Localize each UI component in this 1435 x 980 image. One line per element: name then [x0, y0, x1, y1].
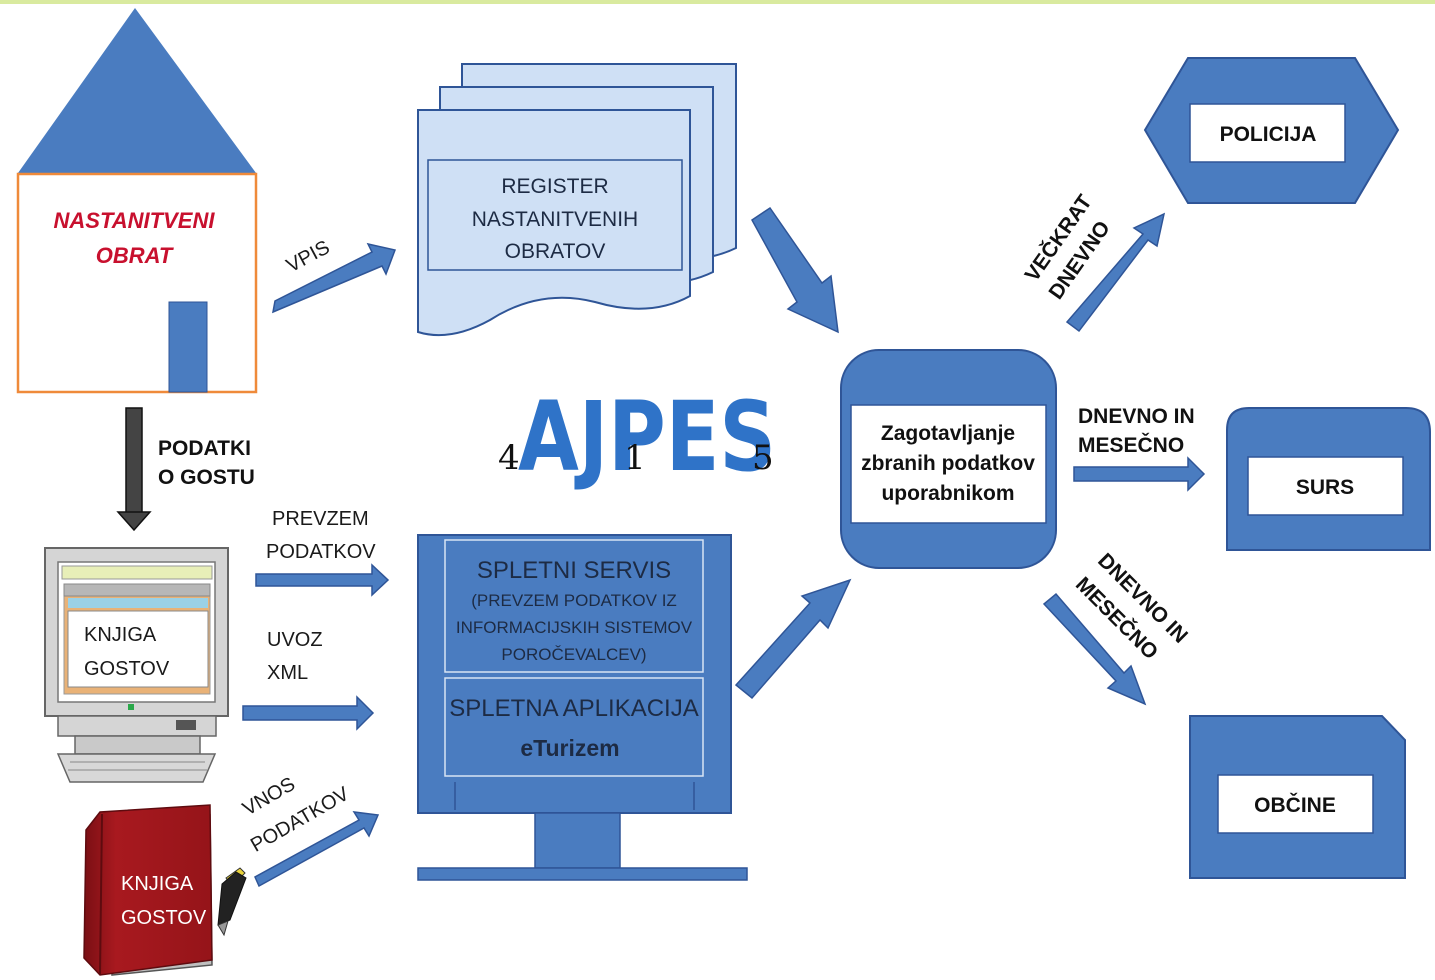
hub-label-line3: uporabnikom — [881, 482, 1014, 505]
prevzem-label-line2: PODATKOV — [266, 541, 376, 563]
register-documents: REGISTER NASTANITVENIH OBRATOV — [417, 63, 737, 337]
spletni-servis-title: SPLETNI SERVIS — [477, 557, 671, 584]
register-label-line1: REGISTER — [501, 175, 608, 198]
logo-digit-mid: 1 — [624, 438, 646, 478]
obcine-label: OBČINE — [1254, 793, 1336, 817]
arrow-guest-data — [116, 407, 152, 532]
house-door — [168, 301, 208, 393]
book-label-line2: GOSTOV — [121, 907, 207, 929]
spletni-servis-panel — [444, 539, 704, 673]
hub-label-box — [850, 404, 1047, 524]
spletna-aplikacija-panel — [444, 677, 704, 777]
arrow-register-to-hub — [751, 206, 839, 334]
hub-label-line2: zbranih podatkov — [861, 452, 1035, 475]
arrow-vpis-label: VPIS — [283, 236, 334, 277]
ajpes-logo: AJPES 4 1 5 — [498, 381, 776, 493]
surs-node: SURS — [1226, 407, 1431, 551]
arrow-uvoz-xml — [242, 695, 375, 731]
web-service-monitor: SPLETNI SERVIS (PREVZEM PODATKOV IZ INFO… — [417, 534, 748, 881]
surs-label-box — [1247, 456, 1404, 516]
arrow-vpis — [272, 242, 397, 314]
obcine-node: OBČINE — [1189, 715, 1406, 879]
computer-label-line1: KNJIGA — [84, 624, 157, 646]
top-bar — [0, 0, 1435, 4]
monitor-neck — [534, 812, 621, 869]
guest-data-label-line1: PODATKI — [158, 437, 251, 460]
computer: KNJIGA GOSTOV — [44, 547, 229, 783]
computer-label-line2: GOSTOV — [84, 658, 170, 680]
uvoz-label-line2: XML — [267, 662, 308, 684]
eturizem-label: eTurizem — [520, 735, 619, 761]
surs-freq-line1: DNEVNO IN — [1078, 405, 1195, 428]
logo-digit-right: 5 — [752, 438, 774, 478]
surs-label: SURS — [1296, 476, 1354, 499]
register-label-box — [427, 159, 683, 271]
uvoz-label-line1: UVOZ — [267, 629, 323, 651]
spletni-servis-line3: POROČEVALCEV) — [501, 645, 646, 664]
pen-icon — [217, 867, 247, 937]
spletna-aplikacija-title: SPLETNA APLIKACIJA — [449, 695, 698, 722]
house-body — [16, 172, 258, 394]
obcine-label-box — [1217, 774, 1374, 834]
register-label-line2: NASTANITVENIH — [472, 208, 638, 231]
policija-label: POLICIJA — [1220, 123, 1317, 146]
arrow-prevzem — [255, 563, 390, 597]
book-label-line1: KNJIGA — [121, 873, 194, 895]
ajpes-logo-text: AJPES — [518, 381, 776, 493]
policija-label-box — [1189, 103, 1346, 163]
arrow-to-surs — [1073, 456, 1206, 492]
arrow-to-obcine — [1042, 592, 1147, 706]
house-label-line1: NASTANITVENI — [54, 208, 216, 233]
arrow-monitor-to-hub — [734, 578, 852, 700]
spletni-servis-line2: INFORMACIJSKIH SISTEMOV — [456, 618, 693, 637]
house: NASTANITVENI OBRAT — [16, 8, 258, 394]
prevzem-label-line1: PREVZEM — [272, 508, 369, 530]
hub-label-line1: Zagotavljanje — [881, 422, 1015, 445]
monitor-base — [417, 867, 748, 881]
arrow-to-policija — [1065, 212, 1166, 333]
spletni-servis-line1: (PREVZEM PODATKOV IZ — [471, 591, 677, 610]
hub-data-provision: Zagotavljanje zbranih podatkov uporabnik… — [840, 349, 1057, 569]
policija-node: POLICIJA — [1143, 57, 1400, 204]
register-label-line3: OBRATOV — [505, 240, 606, 263]
guest-book: KNJIGA GOSTOV — [83, 804, 247, 976]
surs-freq-line2: MESEČNO — [1078, 433, 1184, 457]
guest-data-label-line2: O GOSTU — [158, 466, 255, 489]
arrow-vnos — [254, 811, 380, 888]
logo-digit-left: 4 — [498, 438, 520, 478]
house-roof — [18, 8, 256, 173]
house-label-line2: OBRAT — [96, 243, 174, 268]
